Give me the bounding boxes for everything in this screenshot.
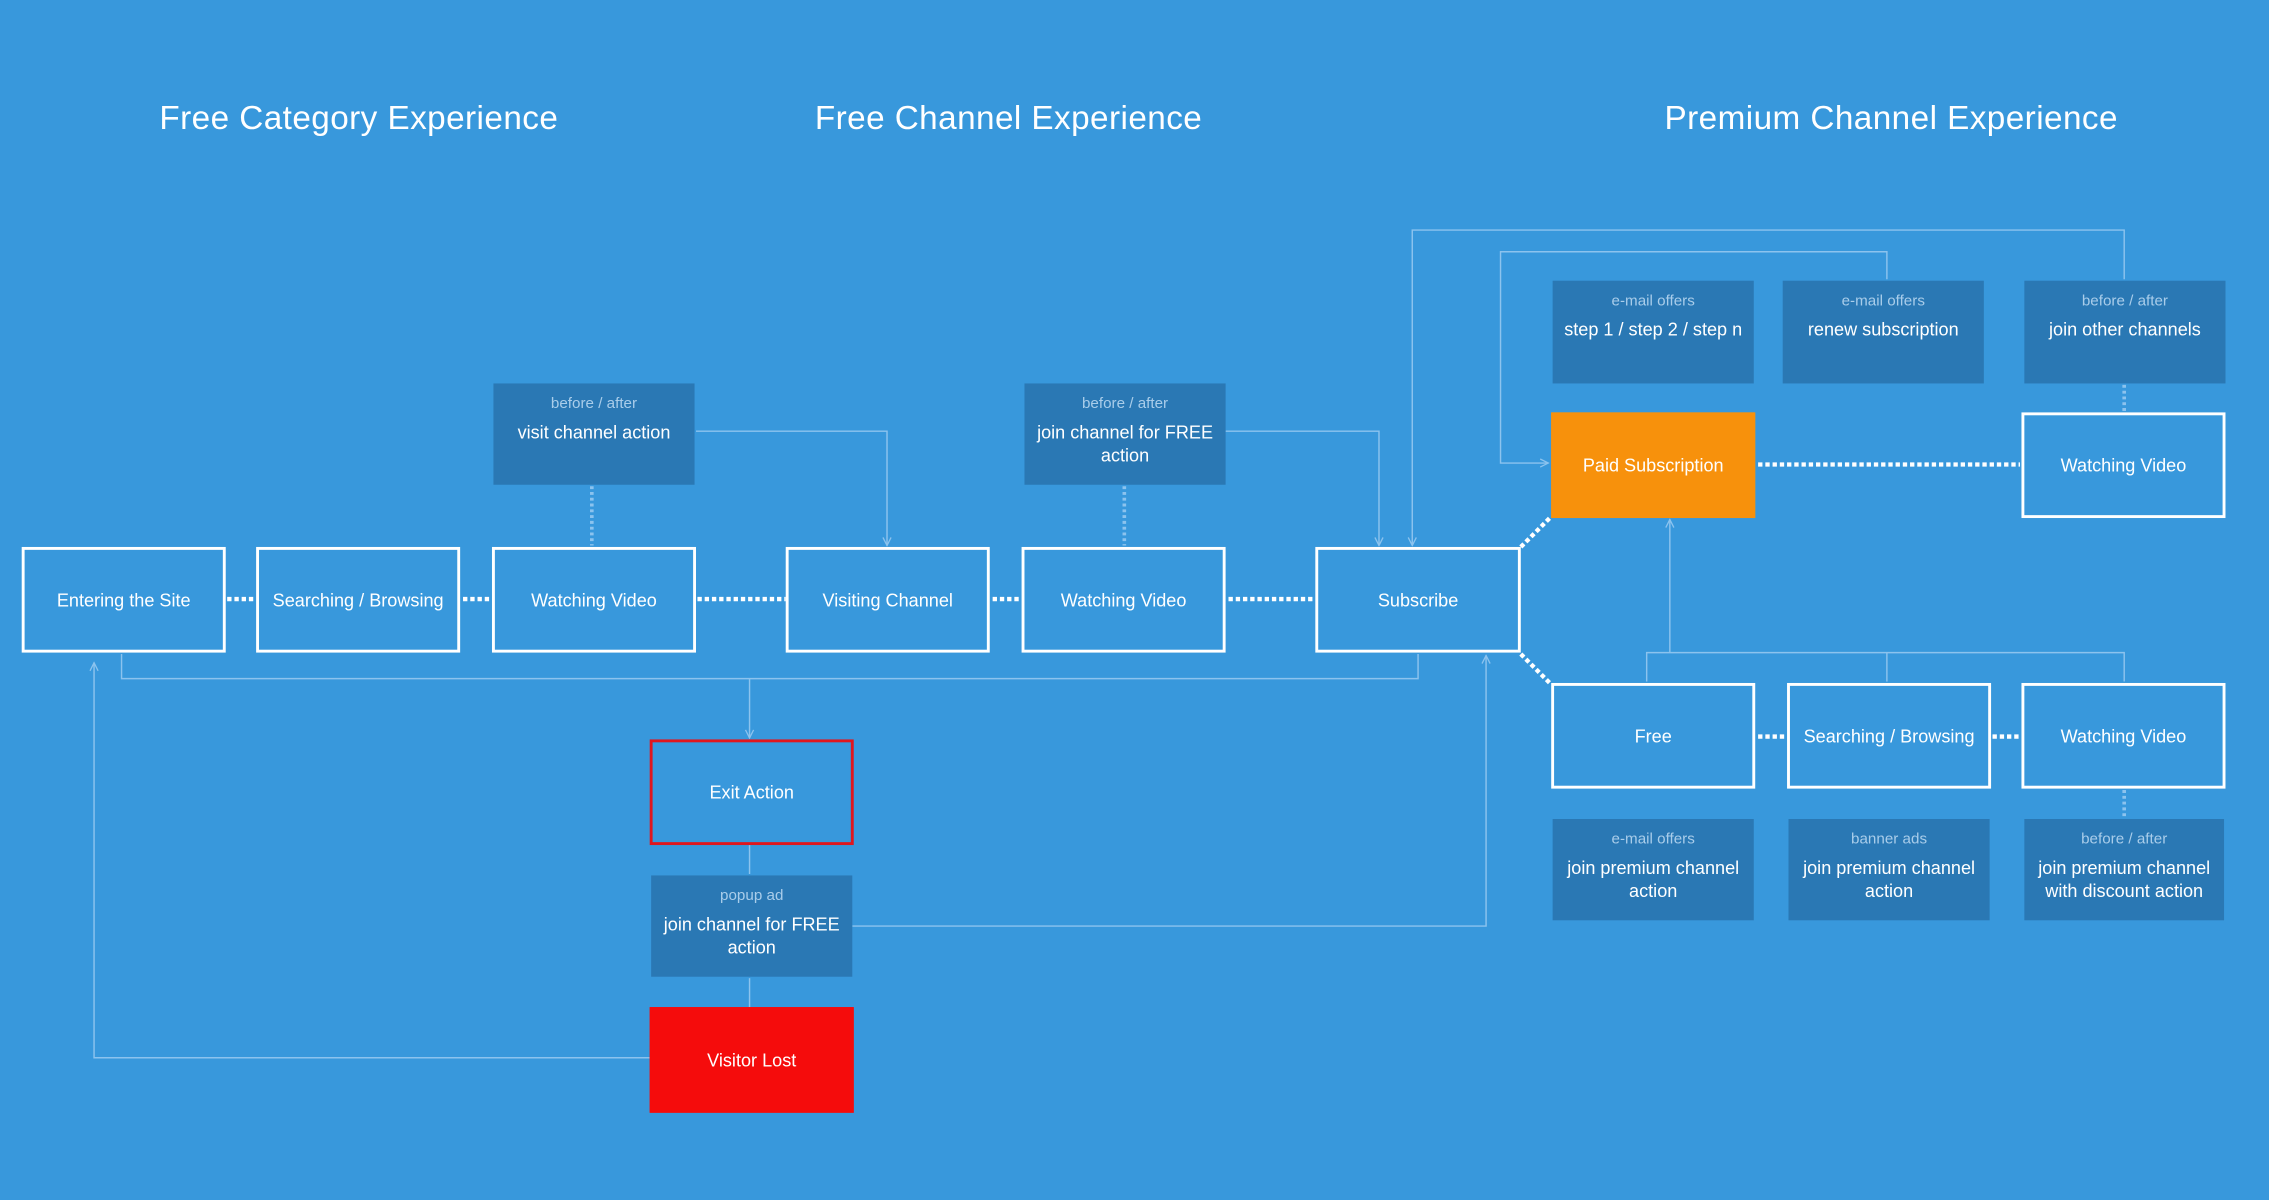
node-searching-browsing-free: Searching / Browsing bbox=[1787, 682, 1992, 789]
action-text: join premium channel with discount actio… bbox=[2038, 858, 2211, 902]
node-subscribe: Subscribe bbox=[1315, 546, 1521, 653]
flow-dots bbox=[1519, 516, 1552, 549]
action-caption: e-mail offers bbox=[1611, 830, 1695, 848]
action-text: step 1 / step 2 / step n bbox=[1564, 319, 1743, 341]
heading-free-channel: Free Channel Experience bbox=[814, 98, 1203, 137]
heading-free-category: Free Category Experience bbox=[159, 98, 559, 137]
node-visiting-channel: Visiting Channel bbox=[785, 546, 990, 653]
node-watching-video-premium: Watching Video bbox=[2021, 412, 2226, 519]
node-watching-video-free: Watching Video bbox=[2021, 682, 2226, 789]
action-text: join other channels bbox=[2048, 319, 2201, 341]
action-discount-premium: before / after join premium channel with… bbox=[2024, 819, 2225, 921]
action-caption: popup ad bbox=[720, 887, 784, 905]
action-caption: before / after bbox=[1081, 395, 1169, 413]
action-text: join premium channel action bbox=[1567, 858, 1740, 902]
action-text: join channel for FREE action bbox=[663, 914, 840, 958]
action-text: visit channel action bbox=[517, 422, 671, 443]
node-searching-browsing: Searching / Browsing bbox=[256, 546, 461, 653]
action-text: renew subscription bbox=[1807, 319, 1959, 341]
action-caption: e-mail offers bbox=[1611, 292, 1695, 310]
action-join-other-channels: before / after join other channels bbox=[2024, 280, 2226, 384]
action-text: join channel for FREE action bbox=[1037, 422, 1214, 466]
flow-dots bbox=[1519, 652, 1552, 685]
action-caption: before / after bbox=[2081, 292, 2168, 310]
action-visit-channel: before / after visit channel action bbox=[493, 383, 695, 485]
action-email-premium: e-mail offers join premium channel actio… bbox=[1552, 819, 1754, 921]
action-popup-join-free: popup ad join channel for FREE action bbox=[651, 875, 853, 977]
node-watching-video: Watching Video bbox=[491, 546, 697, 653]
node-visitor-lost: Visitor Lost bbox=[649, 1007, 854, 1113]
node-entering-site: Entering the Site bbox=[21, 546, 226, 653]
node-free: Free bbox=[1551, 682, 1756, 789]
action-caption: before / after bbox=[2081, 830, 2168, 848]
action-banner-premium: banner ads join premium channel action bbox=[1788, 819, 1990, 921]
action-join-channel-free: before / after join channel for FREE act… bbox=[1024, 383, 1226, 485]
action-caption: e-mail offers bbox=[1841, 292, 1925, 310]
node-paid-subscription: Paid Subscription bbox=[1551, 412, 1756, 519]
node-exit-action: Exit Action bbox=[649, 739, 854, 846]
action-caption: before / after bbox=[550, 395, 638, 413]
node-watching-video-channel: Watching Video bbox=[1021, 546, 1226, 653]
action-email-renew: e-mail offers renew subscription bbox=[1782, 280, 1984, 384]
action-caption: banner ads bbox=[1851, 830, 1928, 848]
action-email-steps: e-mail offers step 1 / step 2 / step n bbox=[1552, 280, 1754, 384]
action-text: join premium channel action bbox=[1803, 858, 1976, 902]
heading-premium-channel: Premium Channel Experience bbox=[1664, 98, 2118, 137]
